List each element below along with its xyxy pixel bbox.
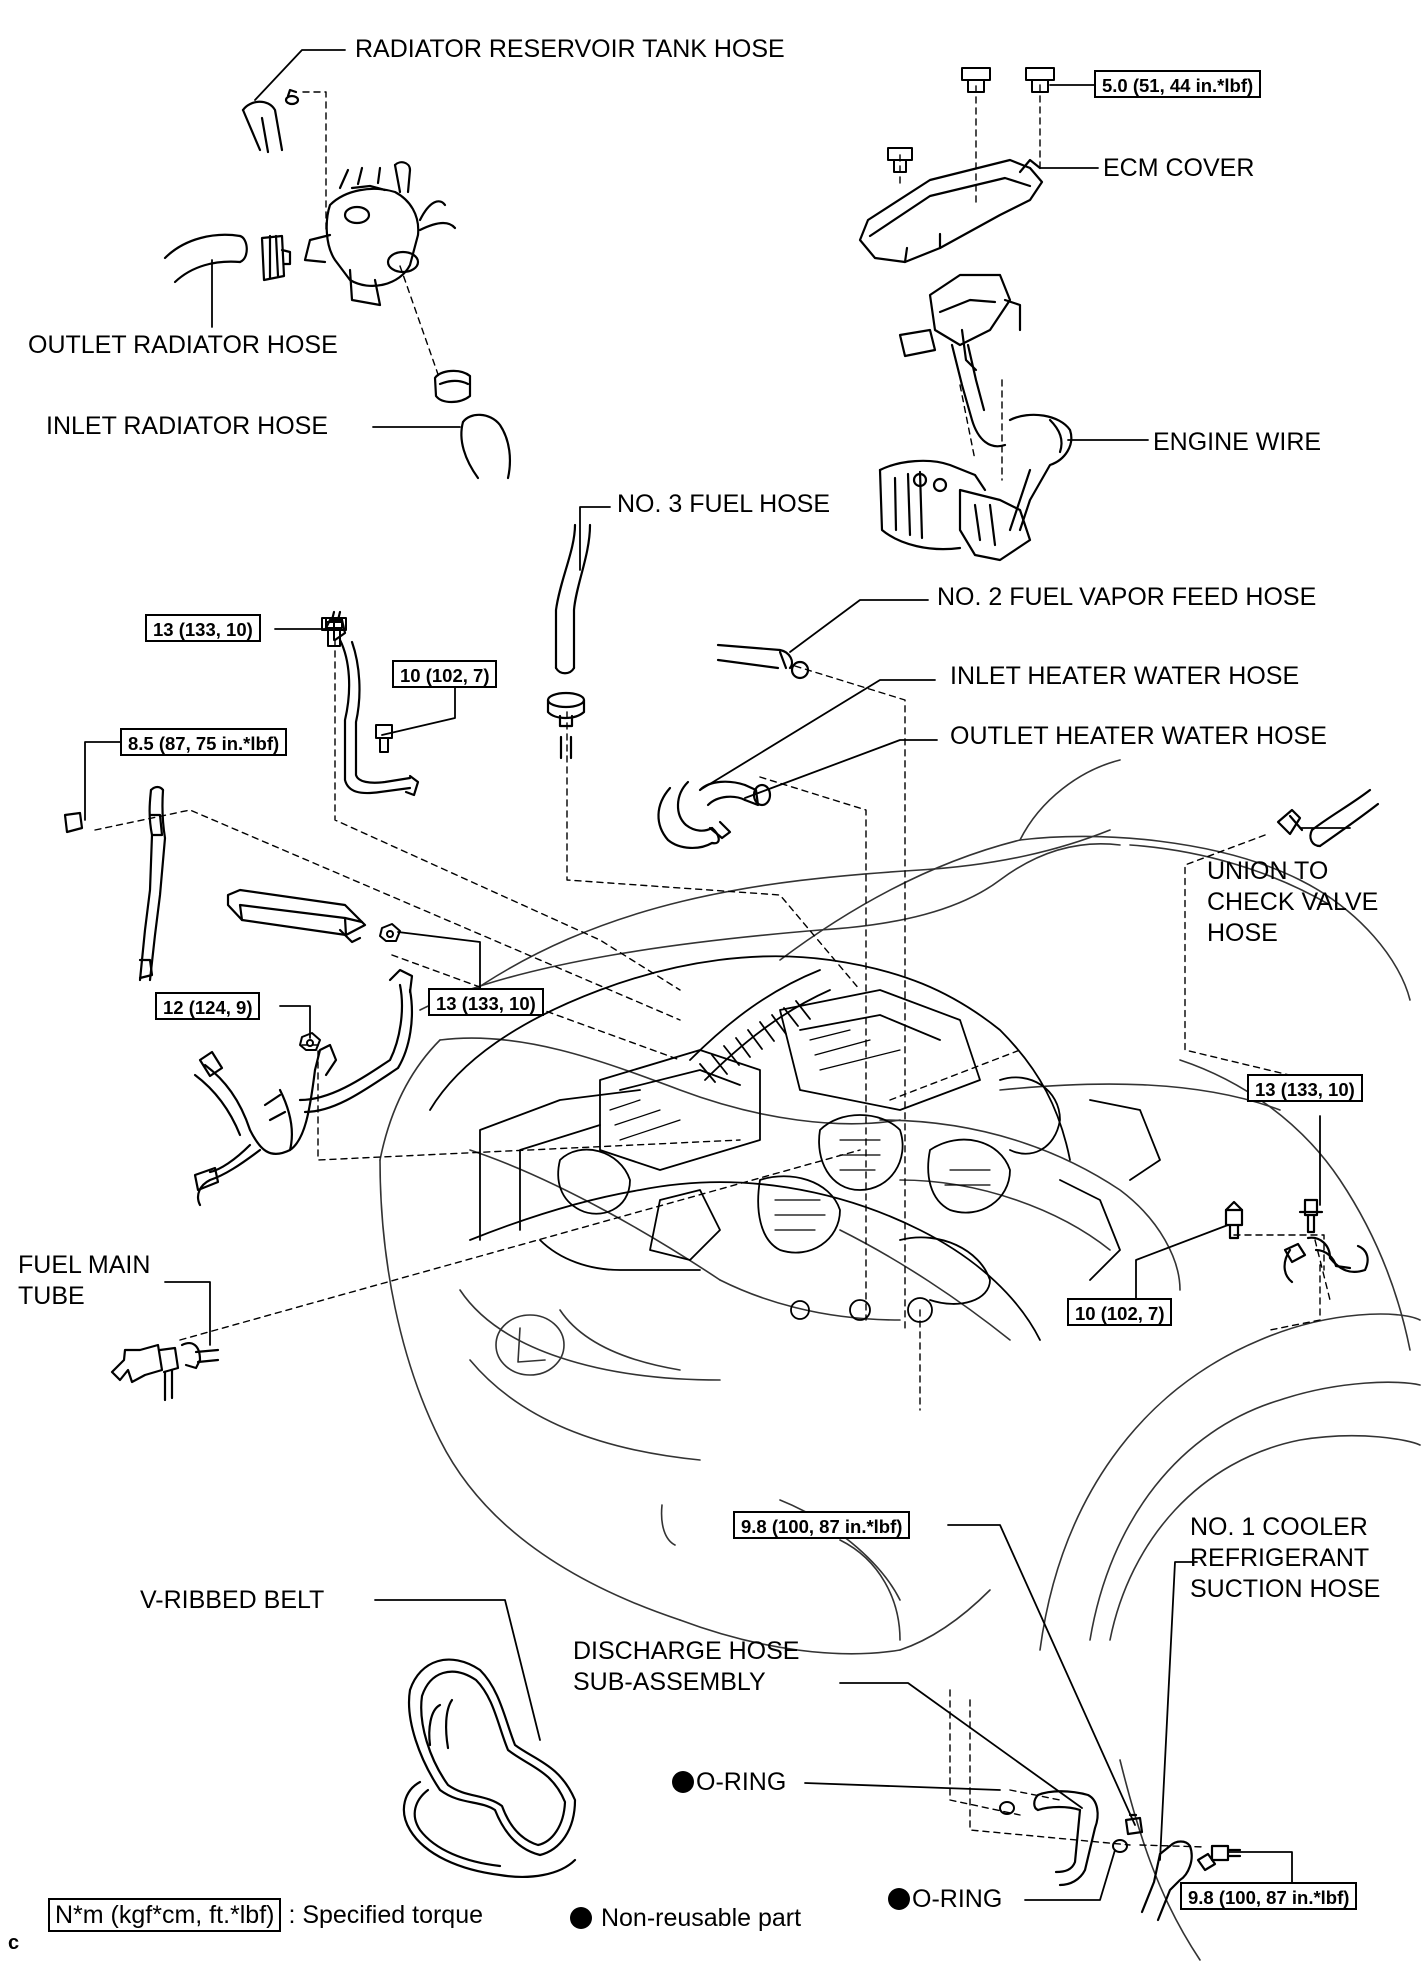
label-outlet-heater-water-hose: OUTLET HEATER WATER HOSE <box>950 722 1327 750</box>
torque-ecu-nut-right: 13 (133, 10) <box>428 988 544 1016</box>
ecm-cover-bolts <box>887 67 1055 173</box>
torque-ground-left-nut: 10 (102, 7) <box>392 660 498 688</box>
radiator-reservoir-tank-hose <box>241 88 300 154</box>
nut-ecu-left <box>299 1032 321 1051</box>
label-line: TUBE <box>18 1282 85 1310</box>
ecm-connectors <box>898 273 1022 448</box>
nonreusable-text: Non-reusable part <box>600 1904 802 1932</box>
legend-nonreusable-part: Non-reusable part <box>570 1901 801 1935</box>
torque-ecm-cover-bolt: 5.0 (51, 44 in.*lbf) <box>1094 70 1262 98</box>
leader-lines <box>84 49 1351 1901</box>
label-engine-wire: ENGINE WIRE <box>1153 428 1322 456</box>
footer-code: c <box>8 1932 20 1954</box>
outlet-radiator-hose <box>163 233 248 284</box>
ecm-cover <box>858 158 1044 264</box>
label-line: SUCTION HOSE <box>1190 1575 1381 1603</box>
label-union-to-check-valve-hose: UNION TO CHECK VALVE HOSE <box>1207 856 1378 949</box>
label-outlet-radiator-hose: OUTLET RADIATOR HOSE <box>28 331 338 359</box>
nonreusable-dot-icon <box>672 1771 694 1793</box>
v-ribbed-belt <box>402 1658 577 1878</box>
o-ring-lower-part <box>1112 1839 1128 1853</box>
suction-hose <box>1140 1840 1242 1922</box>
label-line: SUB-ASSEMBLY <box>573 1668 766 1696</box>
label-line: HOSE <box>1207 919 1278 947</box>
o-ring-upper-part <box>999 1801 1015 1815</box>
label-o-ring-lower: O-RING <box>888 1884 1002 1915</box>
label-no3-fuel-hose: NO. 3 FUEL HOSE <box>617 490 831 518</box>
hose-clamp-inlet <box>433 369 472 404</box>
torque-discharge-bolt: 9.8 (100, 87 in.*lbf) <box>733 1511 911 1539</box>
label-discharge-hose-sub-assembly: DISCHARGE HOSE SUB-ASSEMBLY <box>573 1636 799 1698</box>
vehicle-body-outline <box>379 759 1421 1961</box>
label-fuel-main-tube: FUEL MAIN TUBE <box>18 1250 150 1312</box>
nonreusable-dot-icon <box>570 1907 592 1929</box>
water-inlet-housing <box>303 161 457 307</box>
torque-suction-bolt: 9.8 (100, 87 in.*lbf) <box>1180 1882 1358 1910</box>
engine-bay <box>429 955 1161 1341</box>
union-to-check-valve-hose <box>1276 788 1380 848</box>
ground-wire-right <box>1224 1198 1369 1284</box>
label-radiator-reservoir-tank-hose: RADIATOR RESERVOIR TANK HOSE <box>355 35 785 63</box>
label-no1-cooler-refrigerant-suction-hose: NO. 1 COOLER REFRIGERANT SUCTION HOSE <box>1190 1512 1380 1605</box>
label-ecm-cover: ECM COVER <box>1103 154 1255 182</box>
label-line: DISCHARGE HOSE <box>573 1637 800 1665</box>
heater-water-hoses <box>657 780 772 849</box>
inlet-radiator-hose <box>460 413 511 480</box>
ground-bolt-upper <box>321 617 347 647</box>
nut-ecu-right <box>379 923 401 942</box>
torque-ground-left-upper: 13 (133, 10) <box>145 614 261 642</box>
no3-fuel-hose <box>554 523 592 675</box>
no2-fuel-vapor-feed-hose <box>716 643 810 680</box>
label-inlet-radiator-hose: INLET RADIATOR HOSE <box>46 412 329 440</box>
wire-harness-left <box>193 968 414 1207</box>
label-line: NO. 1 COOLER <box>1190 1513 1368 1541</box>
label-no2-fuel-vapor-feed-hose: NO. 2 FUEL VAPOR FEED HOSE <box>937 583 1317 611</box>
engine-wire <box>878 413 1073 562</box>
torque-ground-right-bolt: 13 (133, 10) <box>1247 1074 1363 1102</box>
legend-specified-torque: N*m (kgf*cm, ft.*lbf) : Specified torque <box>48 1898 483 1932</box>
fuel-main-tube-connector <box>110 1342 220 1402</box>
label-o-ring-upper: O-RING <box>672 1767 786 1798</box>
label-line: FUEL MAIN <box>18 1251 151 1279</box>
label-line: REFRIGERANT <box>1190 1544 1370 1572</box>
fuel-hose-clamp <box>546 691 586 760</box>
label-line: CHECK VALVE <box>1207 888 1379 916</box>
ground-wire-left <box>323 610 420 797</box>
label-line: UNION TO <box>1207 857 1329 885</box>
torque-ground-right-nut: 10 (102, 7) <box>1067 1298 1173 1326</box>
fuel-tube-clamp-left <box>63 785 167 982</box>
torque-key-description: : Specified torque <box>288 1901 484 1929</box>
o-ring-text: O-RING <box>696 1768 787 1796</box>
torque-ecu-nut-left: 12 (124, 9) <box>155 992 261 1020</box>
label-inlet-heater-water-hose: INLET HEATER WATER HOSE <box>950 662 1300 690</box>
assembly-guide-lines <box>94 84 1331 1848</box>
nonreusable-dot-icon <box>888 1888 910 1910</box>
hose-clamp-outlet <box>260 234 292 282</box>
label-v-ribbed-belt: V-RIBBED BELT <box>140 1586 325 1614</box>
torque-key-box: N*m (kgf*cm, ft.*lbf) <box>48 1898 282 1932</box>
ecu-box <box>226 888 367 944</box>
o-ring-text: O-RING <box>912 1885 1003 1913</box>
torque-fuel-clamp-bolt: 8.5 (87, 75 in.*lbf) <box>120 728 288 756</box>
